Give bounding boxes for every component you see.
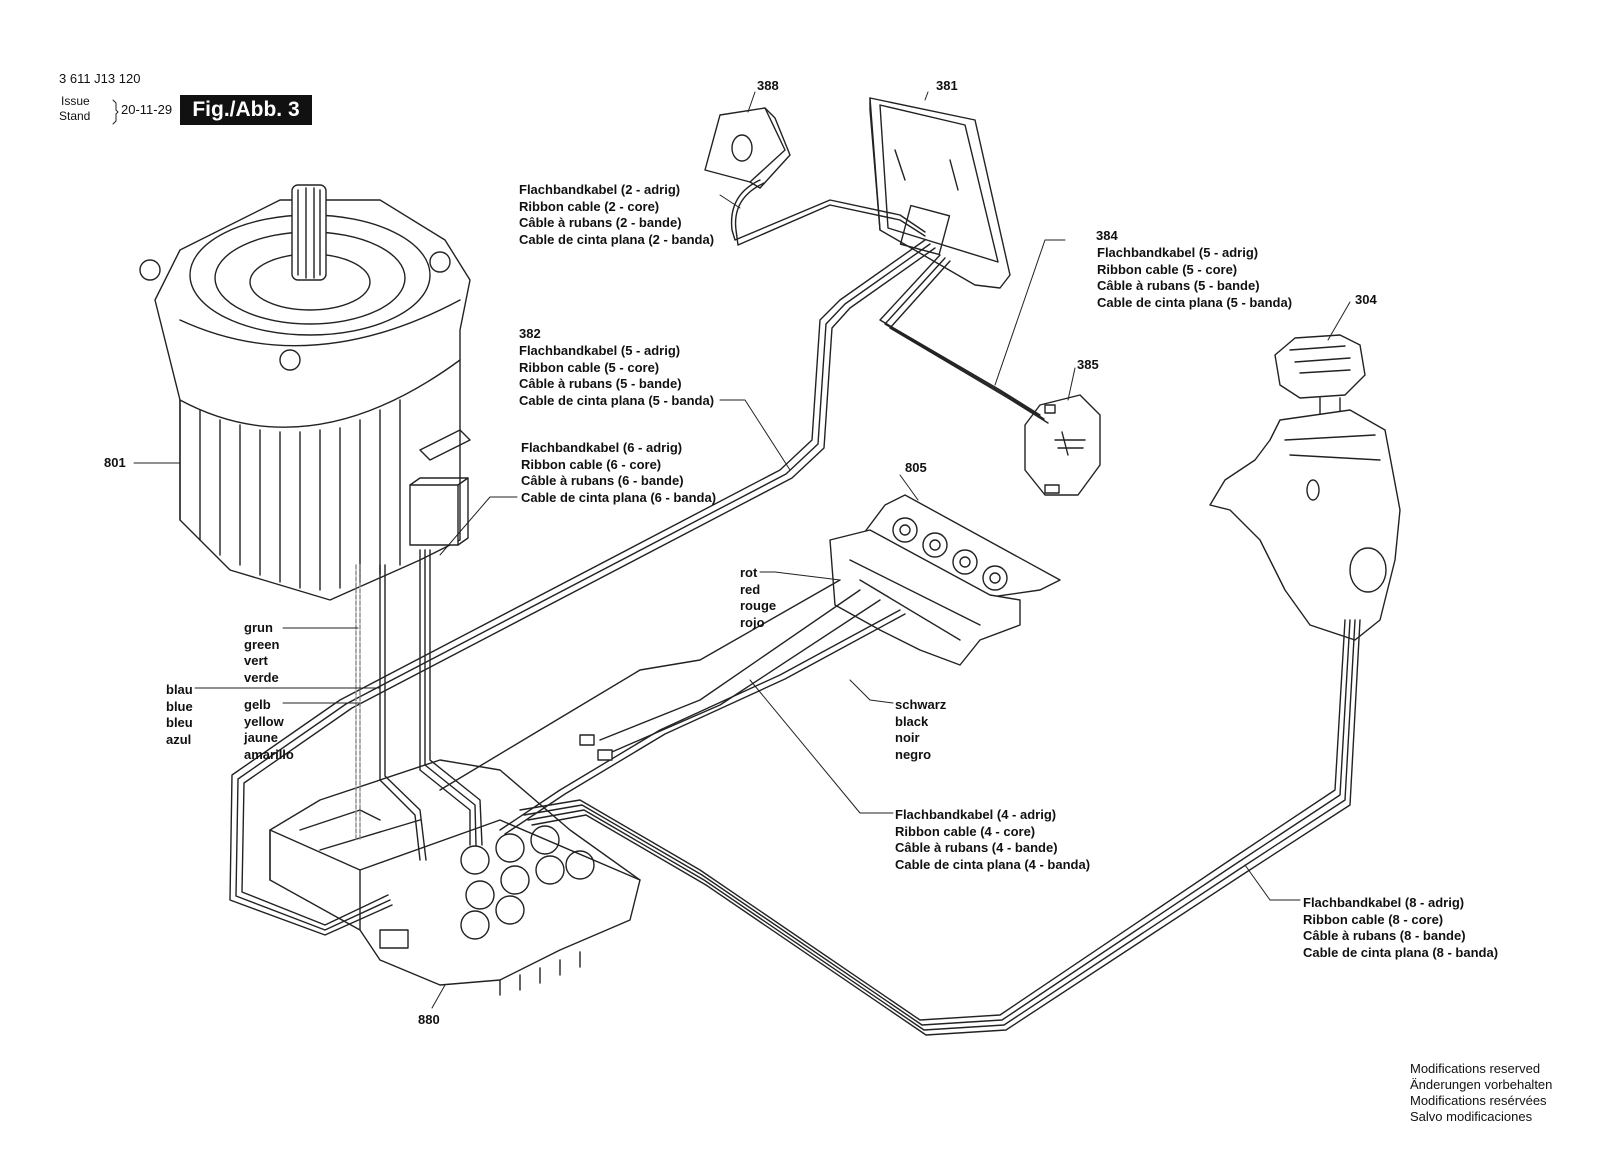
label-wire-blue: blau blue bleu azul: [166, 682, 193, 747]
modifications-note: Modifications reserved Änderungen vorbeh…: [1410, 1061, 1553, 1124]
label-cable-4-core: Flachbandkabel (4 - adrig) Ribbon cable …: [895, 807, 1091, 872]
issue-date: 20-11-29: [121, 102, 173, 117]
doc-number: 3 611 J13 120: [59, 71, 141, 86]
label-cable-2-core: Flachbandkabel (2 - adrig) Ribbon cable …: [519, 182, 715, 247]
part-number-384: 384: [1096, 228, 1118, 243]
part-805: [829, 494, 1061, 666]
label-wire-green: grun green vert verde: [244, 620, 280, 685]
cable-4-core: [439, 579, 906, 835]
cable-2-core: [730, 179, 926, 246]
part-number-304: 304: [1355, 292, 1377, 307]
part-381: [869, 97, 1011, 289]
figure-label: Fig./Abb. 3: [180, 95, 312, 125]
cable-384: [879, 254, 1049, 424]
stand-label: Stand: [59, 109, 91, 123]
label-wire-yellow: gelb yellow jaune amarillo: [244, 697, 294, 762]
connectors: [579, 589, 881, 761]
part-number-801: 801: [104, 455, 126, 470]
label-wire-red: rot red rouge rojo: [740, 565, 777, 630]
motor-801: [139, 184, 471, 601]
leader-lines: [112, 91, 1351, 1009]
part-number-880: 880: [418, 1012, 440, 1027]
label-wire-black: schwarz black noir negro: [895, 697, 947, 762]
cable-8-core: [519, 619, 1361, 1036]
wire-blue: [379, 564, 427, 861]
label-cable-6-core: Flachbandkabel (6 - adrig) Ribbon cable …: [521, 440, 717, 505]
part-number-381: 381: [936, 78, 958, 93]
part-304: [1209, 334, 1401, 641]
label-cable-8-core: Flachbandkabel (8 - adrig) Ribbon cable …: [1303, 895, 1499, 960]
part-880: [269, 759, 641, 996]
cable-382: [229, 239, 936, 936]
part-385: [1024, 394, 1101, 496]
part-number-382: 382: [519, 326, 541, 341]
label-cable-382: Flachbandkabel (5 - adrig) Ribbon cable …: [519, 343, 715, 408]
cable-6-core: [419, 549, 483, 846]
part-number-385: 385: [1077, 357, 1099, 372]
issue-label: Issue: [61, 94, 90, 108]
part-number-805: 805: [905, 460, 927, 475]
label-cable-384: Flachbandkabel (5 - adrig) Ribbon cable …: [1097, 245, 1293, 310]
part-388: [704, 107, 791, 189]
part-number-388: 388: [757, 78, 779, 93]
